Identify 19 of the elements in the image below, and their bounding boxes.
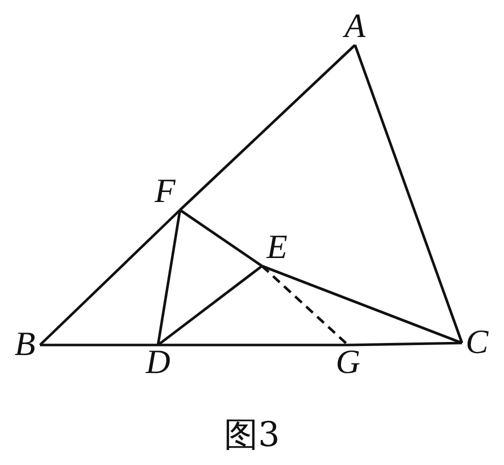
line-segment	[179, 208, 263, 268]
dashed-segment	[261, 265, 349, 346]
point-label: B	[10, 327, 40, 363]
line-segment	[156, 210, 182, 346]
point-label: G	[333, 345, 363, 381]
figure-caption: 图3	[224, 414, 280, 457]
point-label: D	[143, 345, 173, 381]
point-label: E	[262, 230, 292, 266]
point-label: F	[150, 174, 180, 210]
line-segment	[40, 344, 158, 346]
line-segment	[157, 264, 263, 346]
line-segment	[158, 344, 348, 346]
line-segment	[262, 264, 462, 344]
point-label: A	[340, 9, 370, 45]
line-segment	[39, 209, 181, 346]
line-segment	[179, 44, 356, 211]
line-segment	[348, 342, 462, 346]
line-segment	[354, 44, 464, 344]
point-label: C	[462, 325, 492, 361]
